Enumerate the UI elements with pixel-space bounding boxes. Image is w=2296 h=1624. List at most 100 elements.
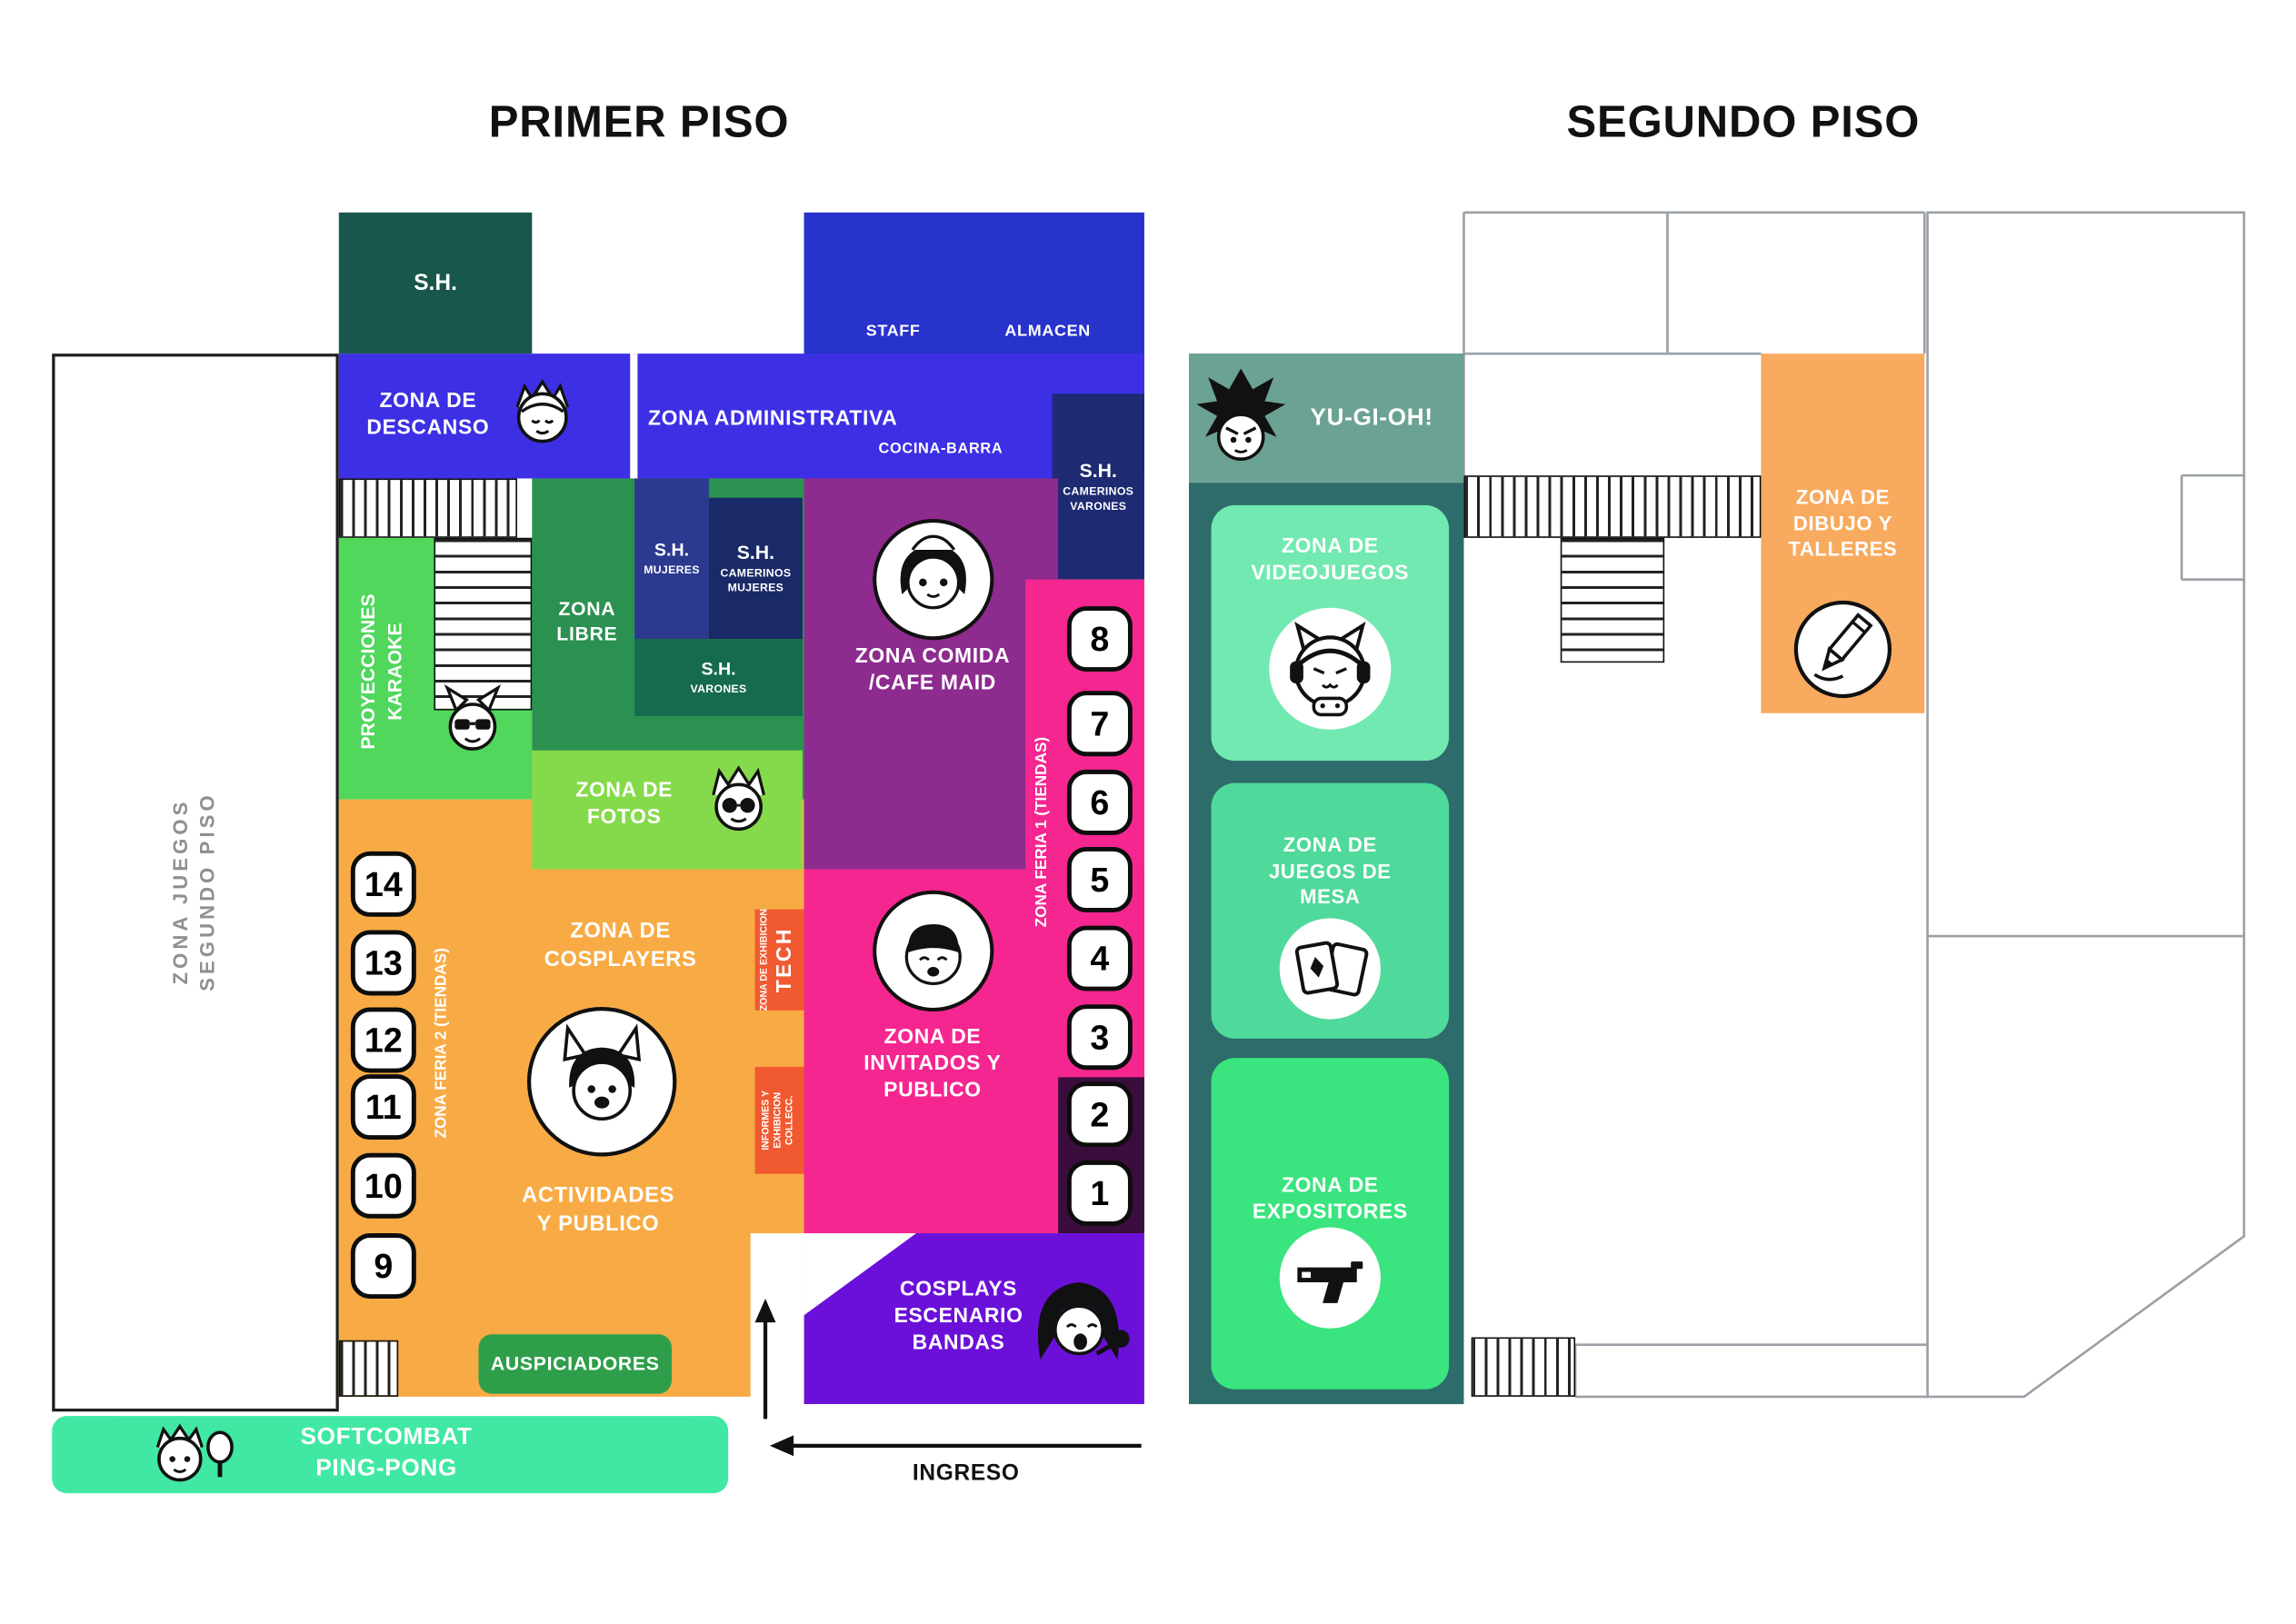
label-line: PROYECCIONES	[357, 593, 380, 750]
sh-label: S.H.	[736, 540, 775, 563]
stall-number-2: 2	[1066, 1081, 1133, 1148]
label-line: ZONA DE	[1283, 833, 1377, 856]
zone-sh-top: S.H.	[338, 212, 533, 354]
label-line: MESA	[1300, 885, 1361, 909]
label-line: EXHIBICION	[773, 1091, 784, 1149]
softcombat-label: SOFTCOMBAT PING-PONG	[223, 1423, 550, 1485]
almacen-label: ALMACEN	[1004, 322, 1091, 341]
juegos-mesa-label: ZONA DE JUEGOS DE MESA	[1226, 832, 1434, 911]
stall-number-14: 14	[350, 851, 416, 917]
sh-top-label: S.H.	[414, 270, 457, 296]
sh-sub-label: CAMERINOS MUJERES	[720, 565, 792, 594]
stall-number-5: 5	[1066, 846, 1133, 912]
playing-cards-icon	[1278, 917, 1382, 1029]
maid-character-icon	[871, 517, 995, 650]
stall-number-13: 13	[350, 930, 416, 996]
sh-sub-label: VARONES	[690, 682, 747, 696]
zone-administrativa	[338, 354, 1144, 479]
stall-number-7: 7	[1066, 691, 1133, 757]
sh-label: S.H.	[701, 658, 736, 680]
stall-number-12: 12	[350, 1007, 416, 1073]
cosplayer-character-icon	[524, 1004, 679, 1166]
corridor-hatch	[1471, 1337, 1576, 1397]
invitados-label: ZONA DE INVITADOS Y PUBLICO	[833, 1022, 1033, 1103]
entrance-arrows	[754, 1298, 1142, 1457]
zone-sh-camerinos-varones: S.H. CAMERINOS VARONES	[1052, 394, 1144, 580]
yugi-character-icon	[1193, 365, 1289, 477]
cosplayers-label: ZONA DE COSPLAYERS	[505, 918, 735, 974]
stall-number-6: 6	[1066, 769, 1133, 835]
corridor-hatch	[1463, 475, 1762, 538]
wall-divider	[630, 354, 638, 479]
expositores-label: ZONA DE EXPOSITORES	[1226, 1171, 1434, 1224]
descanso-label: ZONA DE DESCANSO	[354, 386, 503, 440]
label-line: ZONA DE	[570, 920, 671, 944]
label-line: LIBRE	[556, 622, 618, 645]
videojuegos-label: ZONA DE VIDEOJUEGOS	[1226, 532, 1434, 585]
label-line: ZONA DE	[575, 777, 674, 802]
dibujo-label: ZONA DE DIBUJO Y TALLERES	[1769, 484, 1917, 563]
label-line: ZONA DE	[1795, 485, 1890, 509]
zone-sh-varones: S.H. VARONES	[634, 639, 803, 717]
gamer-cat-icon	[1268, 606, 1393, 739]
stall-number-10: 10	[350, 1152, 416, 1219]
label-line: BANDAS	[912, 1330, 1005, 1355]
zone-juegos-outline	[52, 354, 339, 1412]
zone-sh-mujeres: S.H. MUJERES	[634, 478, 709, 640]
zone-informes	[754, 1066, 804, 1174]
label-line: ZONA DE	[1281, 1172, 1379, 1197]
stall-number-4: 4	[1066, 925, 1133, 991]
floor2-walls-outline	[1462, 211, 2246, 1399]
stall-number-1: 1	[1066, 1160, 1133, 1226]
label-line: ZONA	[558, 597, 616, 620]
zone-expositores	[1211, 1058, 1450, 1390]
label-line: INVITADOS Y	[863, 1051, 1002, 1075]
zona-comida-label: ZONA COMIDA /CAFE MAID	[833, 642, 1033, 695]
auspiciadores-badge: AUSPICIADORES	[478, 1334, 673, 1394]
actividades-label: ACTIVIDADES Y PUBLICO	[491, 1182, 706, 1239]
label-line: INFORMES Y	[760, 1090, 772, 1151]
label-line: FOTOS	[586, 803, 662, 829]
stall-number-8: 8	[1066, 606, 1133, 673]
zona-libre-label: ZONA LIBRE	[535, 597, 639, 647]
tech-exhibition-label: ZONA DE EXHIBICION TECH	[754, 906, 804, 1013]
first-floor-title: PRIMER PISO	[488, 97, 790, 147]
stall-number-3: 3	[1066, 1004, 1133, 1071]
tech-main-label: TECH	[772, 927, 796, 993]
stall-number-9: 9	[350, 1233, 416, 1299]
label-line: TALLERES	[1788, 538, 1898, 561]
label-line: EXPOSITORES	[1252, 1199, 1408, 1223]
informes-label: INFORMES Y EXHIBICION COLLECC.	[756, 1064, 801, 1177]
label-line: COSPLAYS	[900, 1276, 1018, 1300]
pencil-icon	[1793, 600, 1892, 706]
guest-character-icon	[871, 889, 995, 1021]
tech-side-label: ZONA DE EXHIBICION	[758, 909, 770, 1011]
label-line: ACTIVIDADES	[522, 1184, 675, 1209]
sh-label: S.H.	[654, 539, 690, 561]
staircase	[1560, 537, 1665, 663]
label-line: DIBUJO Y	[1792, 512, 1892, 534]
cocina-barra-label: COCINA-BARRA	[878, 441, 1003, 458]
label-line: ZONA JUEGOS	[169, 798, 192, 985]
label-line: COSPLAYERS	[544, 947, 697, 972]
toy-gun-icon	[1278, 1226, 1382, 1338]
label-line: SOFTCOMBAT	[300, 1424, 473, 1450]
label-line: PUBLICO	[883, 1077, 982, 1102]
label-line: ZONA DE	[883, 1023, 982, 1048]
pingpong-character-icon	[145, 1420, 237, 1499]
zone-sh-camerinos-mujeres: S.H. CAMERINOS MUJERES	[708, 497, 803, 640]
label-line: ZONA DE	[1281, 533, 1379, 558]
label-line: COLLECC.	[784, 1095, 795, 1145]
label-line: KARAOKE	[383, 623, 406, 721]
corridor-hatch	[338, 478, 517, 538]
label-line: /CAFE MAID	[868, 670, 996, 694]
label-line: VIDEOJUEGOS	[1251, 560, 1410, 584]
administrativa-label: ZONA ADMINISTRATIVA	[648, 405, 898, 430]
feria1-label: ZONA FERIA 1 (TIENDAS)	[1033, 736, 1051, 928]
sh-sub-label: CAMERINOS VARONES	[1063, 483, 1134, 513]
proyecciones-karaoke-label: PROYECCIONES KARAOKE	[355, 545, 409, 798]
staff-label: STAFF	[865, 322, 921, 341]
label-line: ESCENARIO	[893, 1303, 1023, 1328]
label-line: JUEGOS DE	[1268, 859, 1392, 882]
sh-sub-label: MUJERES	[644, 563, 700, 577]
